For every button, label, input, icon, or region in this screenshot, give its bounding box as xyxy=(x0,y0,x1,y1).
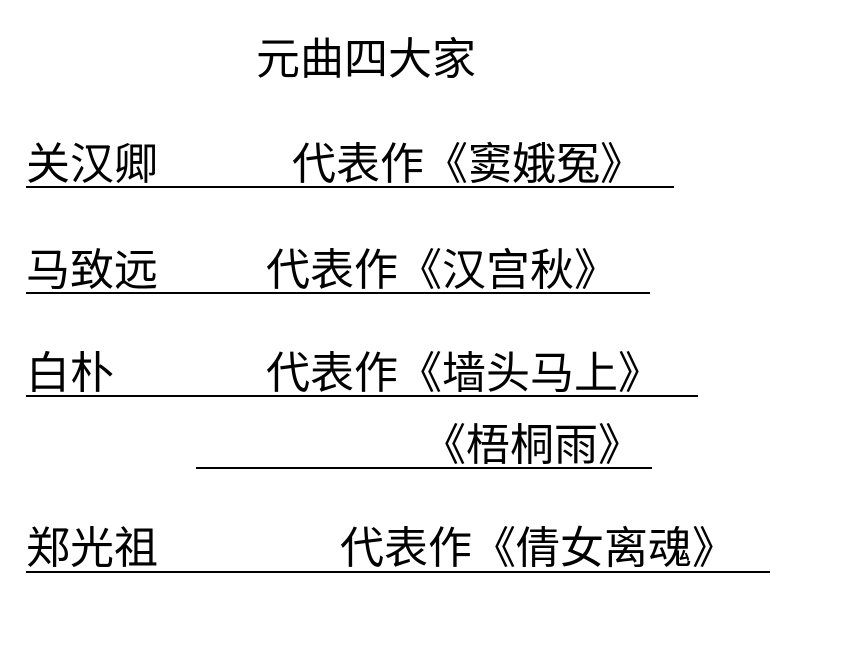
representative-work: 代表作《汉宫秋》 xyxy=(266,245,618,296)
author-name: 白朴 xyxy=(26,348,114,399)
underline xyxy=(26,292,650,294)
underline xyxy=(26,395,698,397)
underline xyxy=(196,467,652,469)
underline xyxy=(26,571,770,573)
author-name: 郑光祖 xyxy=(26,523,158,574)
underline xyxy=(26,186,674,188)
author-name: 马致远 xyxy=(26,245,158,296)
author-name: 关汉卿 xyxy=(26,139,158,190)
page-title: 元曲四大家 xyxy=(256,34,476,85)
entry-bai-pu: 白朴 代表作《墙头马上》 xyxy=(26,344,706,404)
entry-zheng-guangzu: 郑光祖 代表作《倩女离魂》 xyxy=(26,519,776,579)
entry-ma-zhiyuan: 马致远 代表作《汉宫秋》 xyxy=(26,241,656,301)
representative-work: 代表作《窦娥冤》 xyxy=(292,139,644,190)
representative-work: 代表作《倩女离魂》 xyxy=(340,523,736,574)
entry-guan-hanqing: 关汉卿 代表作《窦娥冤》 xyxy=(26,135,676,195)
representative-work: 《梧桐雨》 xyxy=(422,420,642,471)
entry-bai-pu-extra: 《梧桐雨》 xyxy=(196,416,656,476)
representative-work: 代表作《墙头马上》 xyxy=(266,348,662,399)
